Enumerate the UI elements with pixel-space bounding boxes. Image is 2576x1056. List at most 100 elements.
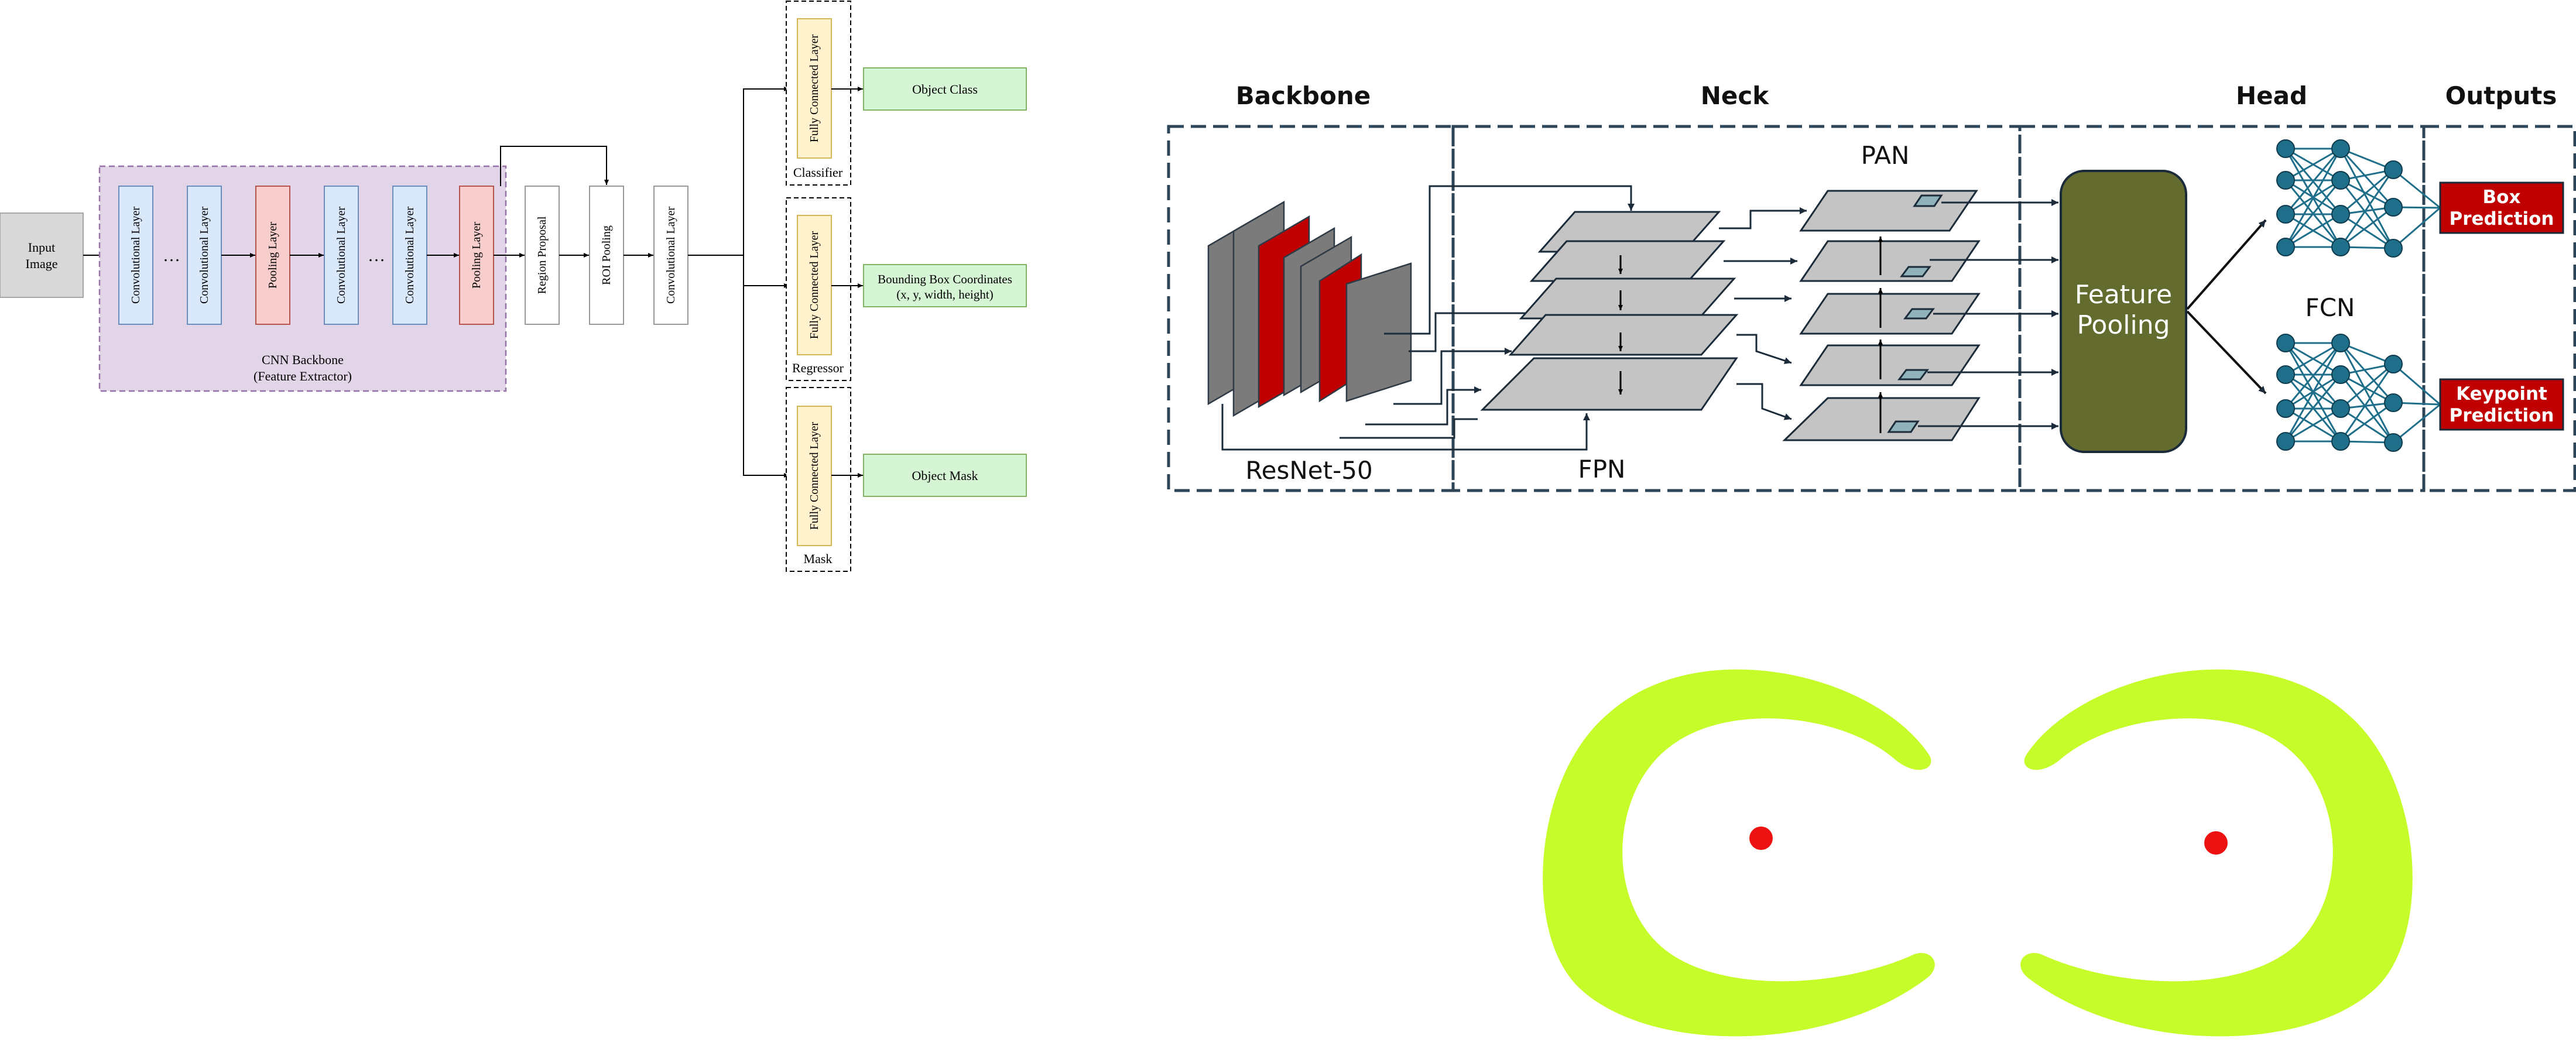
pan-to-pooling-connectors <box>1918 199 2058 430</box>
arrow-backbone-to-roi <box>500 146 609 186</box>
fcn-network-top <box>2276 139 2441 258</box>
conv-layer-1: Convolutional Layer <box>118 186 153 325</box>
region-proposal-label: Region Proposal <box>536 216 549 294</box>
fcn-edge <box>2284 374 2342 442</box>
fcn-node <box>2384 239 2403 258</box>
fcn-edge <box>2339 148 2395 249</box>
pan-small-cells <box>1887 194 1943 433</box>
arrow-to-mask <box>743 286 789 478</box>
ellipsis-2: … <box>368 246 385 265</box>
fcn-edge <box>2340 407 2394 444</box>
fcn-edge <box>2340 206 2394 248</box>
fcn-output-edge <box>2393 207 2441 249</box>
fpn-label: FPN <box>1578 455 1626 484</box>
conv-layer-2-label: Convolutional Layer <box>198 207 211 304</box>
feature-pooling-line1: Feature <box>2075 280 2172 310</box>
fcn-edge <box>2284 148 2342 215</box>
fcn-edge <box>2340 169 2394 215</box>
fcn-edge <box>2340 179 2394 208</box>
fcn-edge <box>2285 213 2341 248</box>
classifier-fc-label: Fully Connected Layer <box>808 34 821 142</box>
left-keypoint-dot <box>1749 827 1773 850</box>
left-horseshoe-mask <box>1543 669 1935 1037</box>
box-prediction: Box Prediction <box>2439 181 2564 234</box>
fcn-edge <box>2285 148 2341 181</box>
regressor-label: Regressor <box>792 361 844 375</box>
fcn-node <box>2276 171 2295 190</box>
mask-label: Mask <box>804 551 833 566</box>
fcn-edge <box>2339 180 2395 249</box>
feature-pooling-line2: Pooling <box>2077 310 2170 340</box>
fcn-edge <box>2340 213 2394 249</box>
fcn-edge <box>2339 169 2395 248</box>
fcn-node <box>2331 334 2350 352</box>
fcn-node <box>2331 205 2350 224</box>
fcn-label: FCN <box>2306 293 2355 322</box>
fcn-output-edge <box>2393 169 2441 209</box>
outputs-frame <box>2422 125 2576 492</box>
output-mask-label: Object Mask <box>912 468 978 483</box>
fcn-node <box>2276 205 2295 224</box>
fcn-node <box>2384 198 2403 217</box>
resnet-50-stack <box>1207 200 1412 417</box>
section-neck-title: Neck <box>1701 81 1770 110</box>
segmentation-mask-image <box>1543 669 2413 1037</box>
fcn-edge <box>2339 342 2395 443</box>
cnn-backbone-container <box>98 165 507 392</box>
pooling-to-fcn-arrows <box>2186 219 2267 395</box>
conv-layer-2: Convolutional Layer <box>187 186 222 325</box>
arrow-to-regressor <box>743 255 789 288</box>
section-backbone-title: Backbone <box>1236 81 1371 110</box>
arrow-to-classifier <box>688 87 789 256</box>
fcn-edge <box>2340 342 2394 365</box>
fcn-node <box>2276 238 2295 256</box>
backbone-connectors <box>1221 185 1635 451</box>
fcn-edge <box>2340 148 2394 171</box>
keypoint-pred-line1: Keypoint <box>2456 383 2547 404</box>
fcn-edge <box>2284 180 2342 248</box>
fcn-node <box>2276 334 2295 352</box>
faster-rcnn-diagram: Input Image CNN Backbone (Feature Extrac… <box>0 1 1027 572</box>
roi-pooling-block: ROI Pooling <box>589 186 624 325</box>
input-label-line2: Image <box>26 256 58 271</box>
fcn-output-edge <box>2393 403 2441 444</box>
fcn-edge <box>2284 342 2342 409</box>
fcn-node <box>2384 393 2403 412</box>
output-bbox-line2: (x, y, width, height) <box>896 287 993 301</box>
right-horseshoe-mask <box>2020 669 2413 1037</box>
input-label-line1: Input <box>28 240 55 255</box>
output-object-class: Object Class <box>863 67 1027 111</box>
regressor-branch: Fully Connected Layer Regressor <box>786 197 851 381</box>
conv-layer-4-label: Convolutional Layer <box>403 207 416 304</box>
fcn-edge <box>2285 407 2341 443</box>
neck-frame <box>1451 125 2022 492</box>
fcn-node <box>2276 365 2295 384</box>
ellipsis-1: … <box>163 246 180 265</box>
fcn-node <box>2331 365 2350 384</box>
regressor-fc-label: Fully Connected Layer <box>808 231 821 339</box>
fcn-edge <box>2340 402 2394 443</box>
pooling-layer-1: Pooling Layer <box>255 186 290 325</box>
resnet-50-label: ResNet-50 <box>1245 456 1372 485</box>
fcn-node <box>2331 139 2350 158</box>
fcn-edge <box>2339 148 2395 208</box>
keypoint-rcnn-diagram: Backbone Neck Head Outputs ResNet-50 <box>1167 81 2576 492</box>
box-pred-line1: Box <box>2483 187 2521 208</box>
section-frames <box>1167 125 2576 492</box>
fcn-node <box>2276 432 2295 451</box>
pooling-layer-2: Pooling Layer <box>459 186 494 325</box>
output-class-label: Object Class <box>912 82 978 97</box>
fcn-node <box>2384 355 2403 373</box>
backbone-label-line1: CNN Backbone <box>262 352 344 367</box>
mask-branch: Fully Connected Layer Mask <box>786 387 851 572</box>
output-bbox-line1: Bounding Box Coordinates <box>878 272 1012 286</box>
section-outputs-title: Outputs <box>2445 81 2557 110</box>
fcn-edge <box>2339 364 2395 442</box>
fcn-output-edge <box>2393 363 2441 406</box>
fcn-edge <box>2340 363 2394 410</box>
fcn-node <box>2331 432 2350 451</box>
output-object-mask: Object Mask <box>863 454 1027 497</box>
classifier-label: Classifier <box>793 165 843 180</box>
region-proposal-block: Region Proposal <box>525 186 560 325</box>
